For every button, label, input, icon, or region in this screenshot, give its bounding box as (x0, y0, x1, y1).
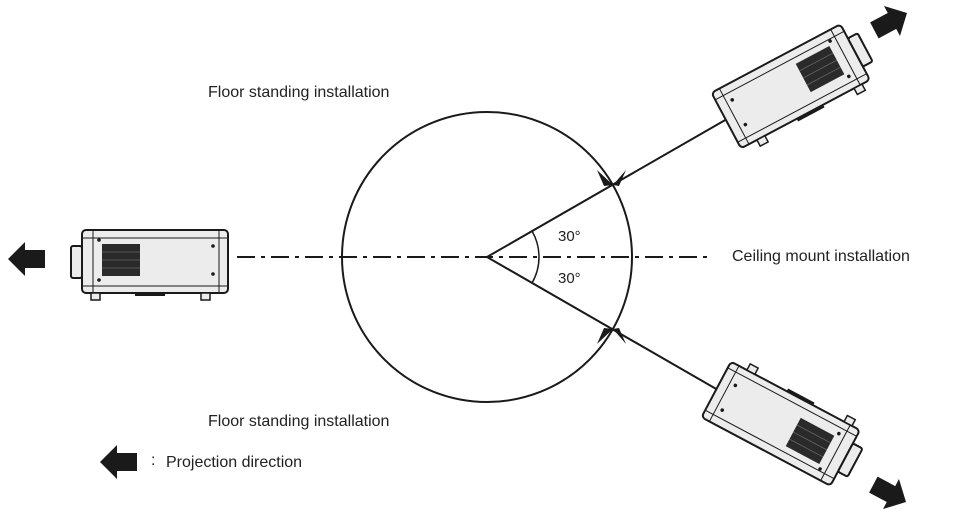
projection-direction-arrow-icon-left (8, 242, 45, 276)
projection-direction-arrow-icon-up-right (866, 0, 915, 46)
arc-limit-arrowhead-upper-a (597, 170, 613, 186)
projector-icon-horizontal (70, 229, 229, 301)
upper-30-degree-line (486, 118, 728, 258)
projector-icon-tilt-up (710, 18, 884, 156)
legend-separator: : (151, 452, 156, 469)
arc-limit-arrowhead-lower-b (613, 328, 626, 344)
floor-standing-label-top: Floor standing installation (208, 84, 390, 101)
ceiling-mount-label: Ceiling mount installation (732, 248, 910, 265)
arc-limit-arrowhead-lower-a (597, 328, 613, 344)
lower-angle-label: 30° (558, 270, 581, 287)
legend-text: Projection direction (166, 454, 303, 471)
floor-standing-label-bottom: Floor standing installation (208, 413, 390, 430)
upper-angle-arc (531, 230, 540, 258)
lower-30-degree-line (486, 256, 719, 391)
legend-arrow-icon (100, 445, 137, 479)
arc-limit-arrowhead-upper-b (613, 170, 626, 186)
projection-direction-arrow-icon-down-right (865, 469, 914, 509)
upper-angle-label: 30° (558, 228, 581, 245)
lower-angle-arc (531, 256, 540, 284)
projector-icon-tilt-down (700, 354, 874, 492)
